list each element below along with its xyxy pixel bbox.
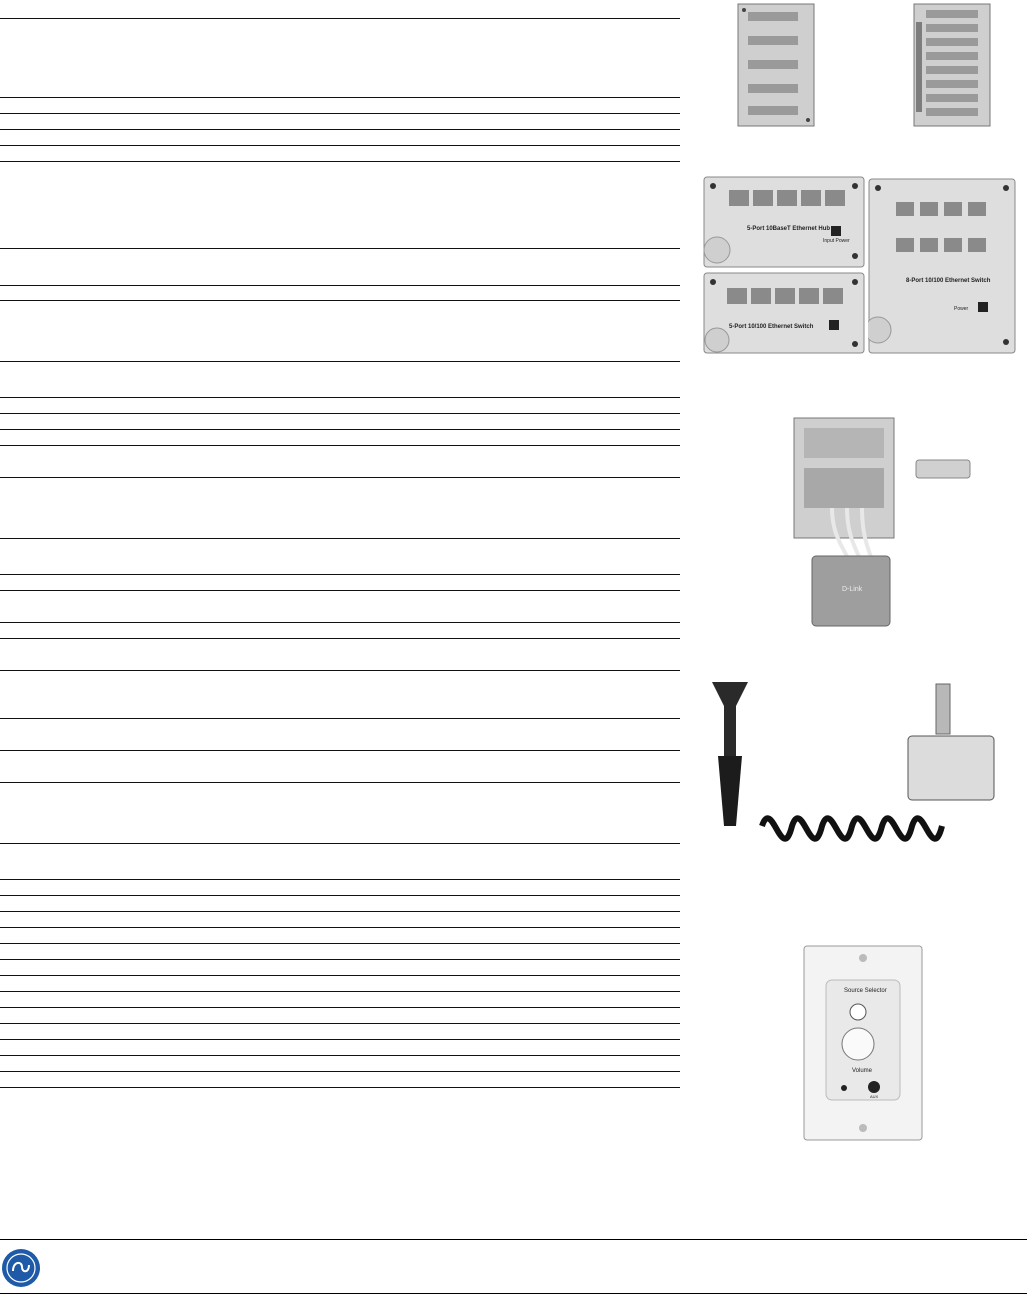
source-selector-wallplate-photo: Source Selector Volume AUX [802, 944, 924, 1142]
table-rule [0, 1023, 680, 1024]
table-rule [0, 1007, 680, 1008]
table-rule [0, 538, 680, 539]
table-rule [0, 1055, 680, 1056]
table-rule [0, 113, 680, 114]
switch-power-label: Power [954, 306, 969, 312]
hub-5port-label: 5-Port 10BaseT Ethernet Hub [747, 226, 831, 232]
table-rule [0, 782, 680, 783]
table-rule [0, 959, 680, 960]
ethernet-switch-8port-photo: 8-Port 10/100 Ethernet Switch Power [868, 178, 1016, 354]
patch-panel-dlink-photo: D-Link [792, 414, 972, 634]
table-rule [0, 574, 680, 575]
circuit-board-5port-photo [736, 2, 816, 128]
table-rule [0, 445, 680, 446]
table-rule [0, 397, 680, 398]
table-rule [0, 18, 680, 19]
footer-bottom-rule [0, 1293, 1027, 1294]
table-rule [0, 718, 680, 719]
table-rule [0, 413, 680, 414]
ethernet-hub-5port-photo: 5-Port 10BaseT Ethernet Hub Input Power [703, 176, 865, 268]
table-rule [0, 895, 680, 896]
volume-label: Volume [852, 1068, 873, 1074]
table-rule [0, 1039, 680, 1040]
switch-5port-label: 5-Port 10/100 Ethernet Switch [729, 324, 814, 330]
table-rule [0, 429, 680, 430]
table-rule [0, 145, 680, 146]
hub-input-power-label: Input Power [823, 238, 850, 244]
table-rule [0, 638, 680, 639]
table-rule [0, 943, 680, 944]
table-rule [0, 129, 680, 130]
table-rule [0, 477, 680, 478]
source-selector-label: Source Selector [844, 988, 887, 994]
table-rule [0, 622, 680, 623]
footer-top-rule [0, 1239, 1027, 1240]
table-rule [0, 285, 680, 286]
table-rule [0, 361, 680, 362]
table-rule [0, 911, 680, 912]
table-rule [0, 97, 680, 98]
table-rule [0, 161, 680, 162]
aux-label: AUX [870, 1094, 879, 1099]
table-rule [0, 975, 680, 976]
table-rule [0, 248, 680, 249]
table-rule [0, 750, 680, 751]
ethernet-switch-5port-photo: 5-Port 10/100 Ethernet Switch [703, 272, 865, 354]
table-rule [0, 1071, 680, 1072]
table-rule [0, 879, 680, 880]
table-rule [0, 927, 680, 928]
table-rule [0, 991, 680, 992]
tools-accessories-photo [702, 676, 1002, 876]
circuit-board-8port-photo [912, 2, 992, 128]
spec-table-rules [0, 18, 680, 1088]
table-rule [0, 843, 680, 844]
table-rule [0, 670, 680, 671]
switch-8port-label: 8-Port 10/100 Ethernet Switch [906, 278, 991, 284]
dlink-label: D-Link [842, 586, 863, 593]
table-rule [0, 590, 680, 591]
table-rule [0, 300, 680, 301]
table-rule [0, 1087, 680, 1088]
ge-logo-icon [2, 1249, 40, 1287]
